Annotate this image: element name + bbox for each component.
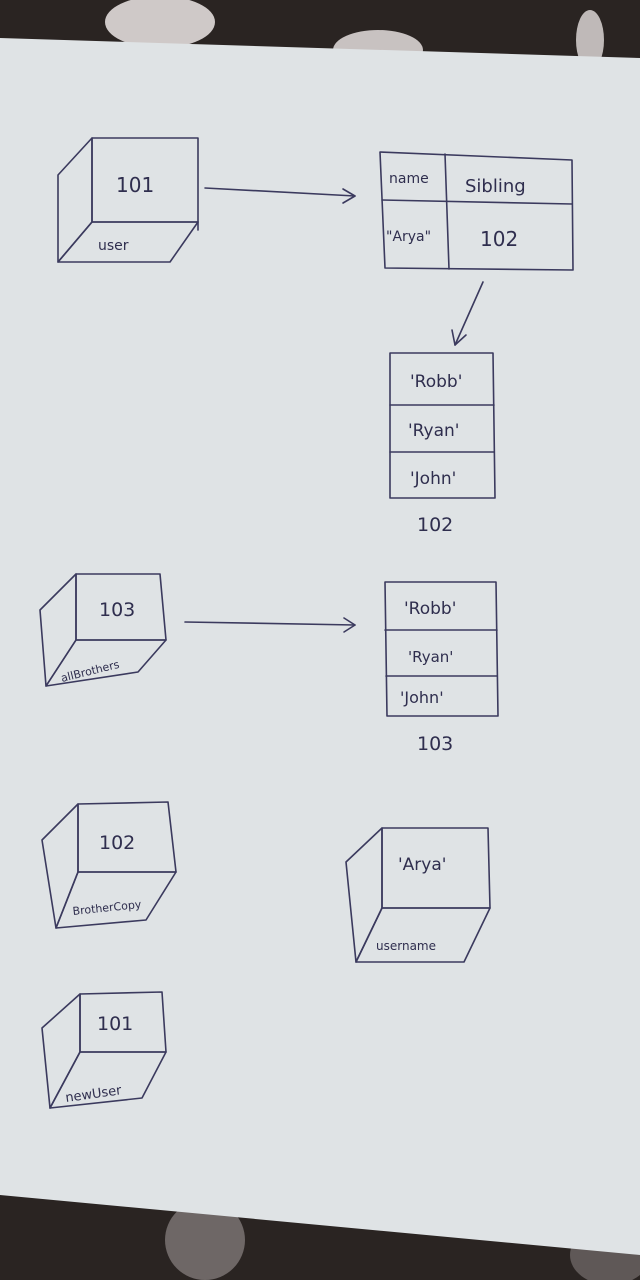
array-103-item-0: 'Robb': [404, 599, 456, 619]
username-value: 'Arya': [398, 855, 446, 875]
user-variable-box: 101 user: [57, 137, 199, 263]
paper-sheet: [0, 38, 640, 1255]
object-value-sibling: 102: [480, 227, 518, 251]
sibling-to-array-arrow: [451, 281, 484, 346]
array-103-item-2: 'John': [400, 688, 444, 707]
object-value-name: "Arya": [386, 229, 431, 245]
array-102-item-1: 'Ryan': [408, 421, 459, 441]
allbrothers-address: 103: [99, 599, 135, 621]
allbrothers-to-array-arrow: [184, 617, 356, 633]
brothercopy-address: 102: [99, 832, 135, 854]
object-key-sibling: Sibling: [465, 176, 526, 197]
object-key-name: name: [389, 171, 429, 187]
user-to-object-arrow: [204, 187, 356, 204]
array-102-item-2: 'John': [410, 469, 456, 489]
array-103-address: 103: [417, 733, 453, 755]
array-103-item-1: 'Ryan': [408, 648, 453, 666]
user-label: user: [98, 238, 129, 254]
object-table: name Sibling "Arya" 102: [379, 151, 574, 271]
array-103: 'Robb' 'Ryan' 'John' 103: [384, 581, 499, 755]
array-102-item-0: 'Robb': [410, 372, 462, 392]
newuser-address: 101: [97, 1013, 133, 1035]
user-address: 101: [116, 173, 154, 197]
username-label: username: [376, 939, 436, 953]
array-102: 'Robb' 'Ryan' 'John' 102: [389, 352, 496, 536]
username-variable-box: 'Arya' username: [345, 827, 491, 963]
array-102-address: 102: [417, 514, 453, 536]
